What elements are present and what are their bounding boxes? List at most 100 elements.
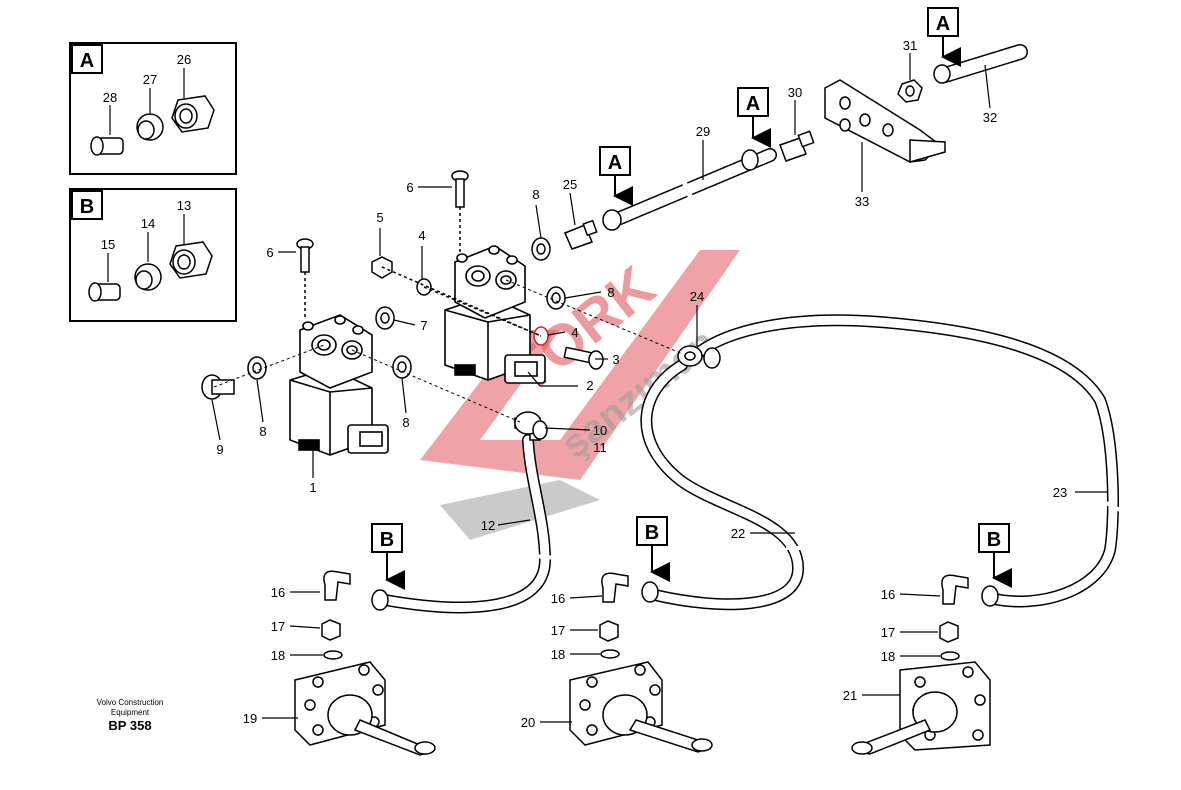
- leader-lines: [211, 53, 1108, 723]
- nut-17-icon: [939, 621, 959, 643]
- callout-25: 25: [563, 177, 577, 192]
- callout-14: 14: [141, 216, 155, 231]
- nut-icon: [169, 241, 213, 279]
- watermark-logo-red: [420, 250, 740, 480]
- ref-flag-a-2-letter: A: [746, 93, 760, 115]
- callout-20: 20: [521, 715, 535, 730]
- hose-nut-icon: [981, 585, 999, 607]
- fitting-25-icon: [564, 219, 598, 250]
- control-unit-21: [851, 574, 991, 755]
- elbow-24-icon: [677, 345, 721, 369]
- callout-18a: 18: [271, 648, 285, 663]
- figure-code: BP 358: [108, 718, 151, 733]
- callout-17c: 17: [881, 625, 895, 640]
- detail-box-b: B 15 14 13: [69, 188, 237, 322]
- callout-29: 29: [696, 124, 710, 139]
- callout-6b: 6: [266, 245, 273, 260]
- callout-4b: 4: [571, 325, 578, 340]
- callout-32: 32: [983, 110, 997, 125]
- callout-7: 7: [420, 318, 427, 333]
- ferrule-icon: [134, 263, 162, 291]
- callout-4a: 4: [418, 228, 425, 243]
- elbow-16-icon: [601, 572, 629, 603]
- callout-11: 11: [593, 440, 607, 455]
- callout-2: 2: [586, 378, 593, 393]
- callout-18b: 18: [551, 647, 565, 662]
- ref-flag-b-1-letter: B: [380, 529, 394, 551]
- hose-nut-icon: [371, 589, 389, 611]
- callouts: 1 2 3 4 4 5 6 6 7 8 8 8 8 9 10 11 12 16 …: [216, 38, 1067, 730]
- callout-23: 23: [1053, 485, 1067, 500]
- credit-line-2: Equipment: [111, 708, 150, 717]
- callout-22: 22: [731, 526, 745, 541]
- washers-left: [247, 306, 412, 380]
- elbow-16-icon: [941, 574, 969, 605]
- o-ring-18-icon: [940, 651, 960, 661]
- hose-nut-icon: [933, 64, 951, 84]
- nut-17-icon: [599, 620, 619, 642]
- nut-icon: [171, 95, 215, 133]
- ref-flag-b-3-letter: B: [987, 529, 1001, 551]
- solenoid-valve-1: [289, 314, 389, 456]
- ferrule-icon: [136, 113, 164, 141]
- callout-28: 28: [103, 90, 117, 105]
- hose-fittings: [371, 64, 999, 611]
- callout-27: 27: [143, 72, 157, 87]
- callout-1: 1: [309, 480, 316, 495]
- detail-box-a: A 28 27 26: [69, 42, 237, 175]
- detail-box-b-letter: B: [80, 196, 94, 218]
- ref-flag-a-3: A: [927, 7, 961, 67]
- fittings-top: [564, 79, 923, 250]
- callout-15: 15: [101, 237, 115, 252]
- ref-flag-b-2-letter: B: [645, 522, 659, 544]
- elbow-16-icon: [323, 570, 351, 601]
- hose-nut-icon: [602, 209, 622, 231]
- control-unit-19: [294, 570, 436, 756]
- credit-line-1: Volvo Construction: [97, 698, 164, 707]
- callout-16a: 16: [271, 585, 285, 600]
- callout-8a: 8: [259, 424, 266, 439]
- o-ring-18-icon: [323, 650, 343, 660]
- tube-insert-icon: [90, 136, 124, 156]
- hose-22: [640, 359, 805, 611]
- fasteners-middle: [371, 237, 604, 370]
- nut-31-icon: [897, 79, 923, 103]
- callout-19: 19: [243, 711, 257, 726]
- callout-8d: 8: [607, 285, 614, 300]
- bolt-icon: [296, 238, 314, 320]
- ref-flag-b-1: B: [371, 523, 405, 590]
- solenoid-valve-2: [444, 245, 546, 384]
- hose-nut-icon: [741, 149, 759, 171]
- hose-nut-icon: [641, 581, 659, 603]
- callout-16b: 16: [551, 591, 565, 606]
- ref-flag-a-1: A: [599, 146, 633, 206]
- callout-6a: 6: [406, 180, 413, 195]
- control-unit-20: [569, 572, 713, 753]
- credit-block: Volvo Construction Equipment BP 358: [97, 698, 164, 733]
- plug-icon: [201, 374, 235, 400]
- callout-5: 5: [376, 210, 383, 225]
- fitting-30-icon: [779, 130, 815, 162]
- callout-3: 3: [612, 352, 619, 367]
- callout-8b: 8: [402, 415, 409, 430]
- elbow-10-icon: [514, 411, 548, 441]
- nut-17-icon: [321, 619, 341, 641]
- bracket: [824, 79, 946, 163]
- detail-box-a-letter: A: [80, 50, 94, 72]
- watermark-logo-grey: [440, 480, 600, 540]
- ref-flag-b-3: B: [978, 523, 1012, 588]
- callout-8c: 8: [532, 187, 539, 202]
- bolt-icon: [451, 170, 469, 252]
- callout-13: 13: [177, 198, 191, 213]
- callout-24: 24: [690, 289, 704, 304]
- callout-12: 12: [481, 518, 495, 533]
- callout-18c: 18: [881, 649, 895, 664]
- callout-33: 33: [855, 194, 869, 209]
- callout-21: 21: [843, 688, 857, 703]
- callout-17a: 17: [271, 619, 285, 634]
- callout-10: 10: [593, 423, 607, 438]
- ref-flag-a-1-letter: A: [608, 152, 622, 174]
- ref-flag-a-3-letter: A: [936, 13, 950, 35]
- callout-30: 30: [788, 85, 802, 100]
